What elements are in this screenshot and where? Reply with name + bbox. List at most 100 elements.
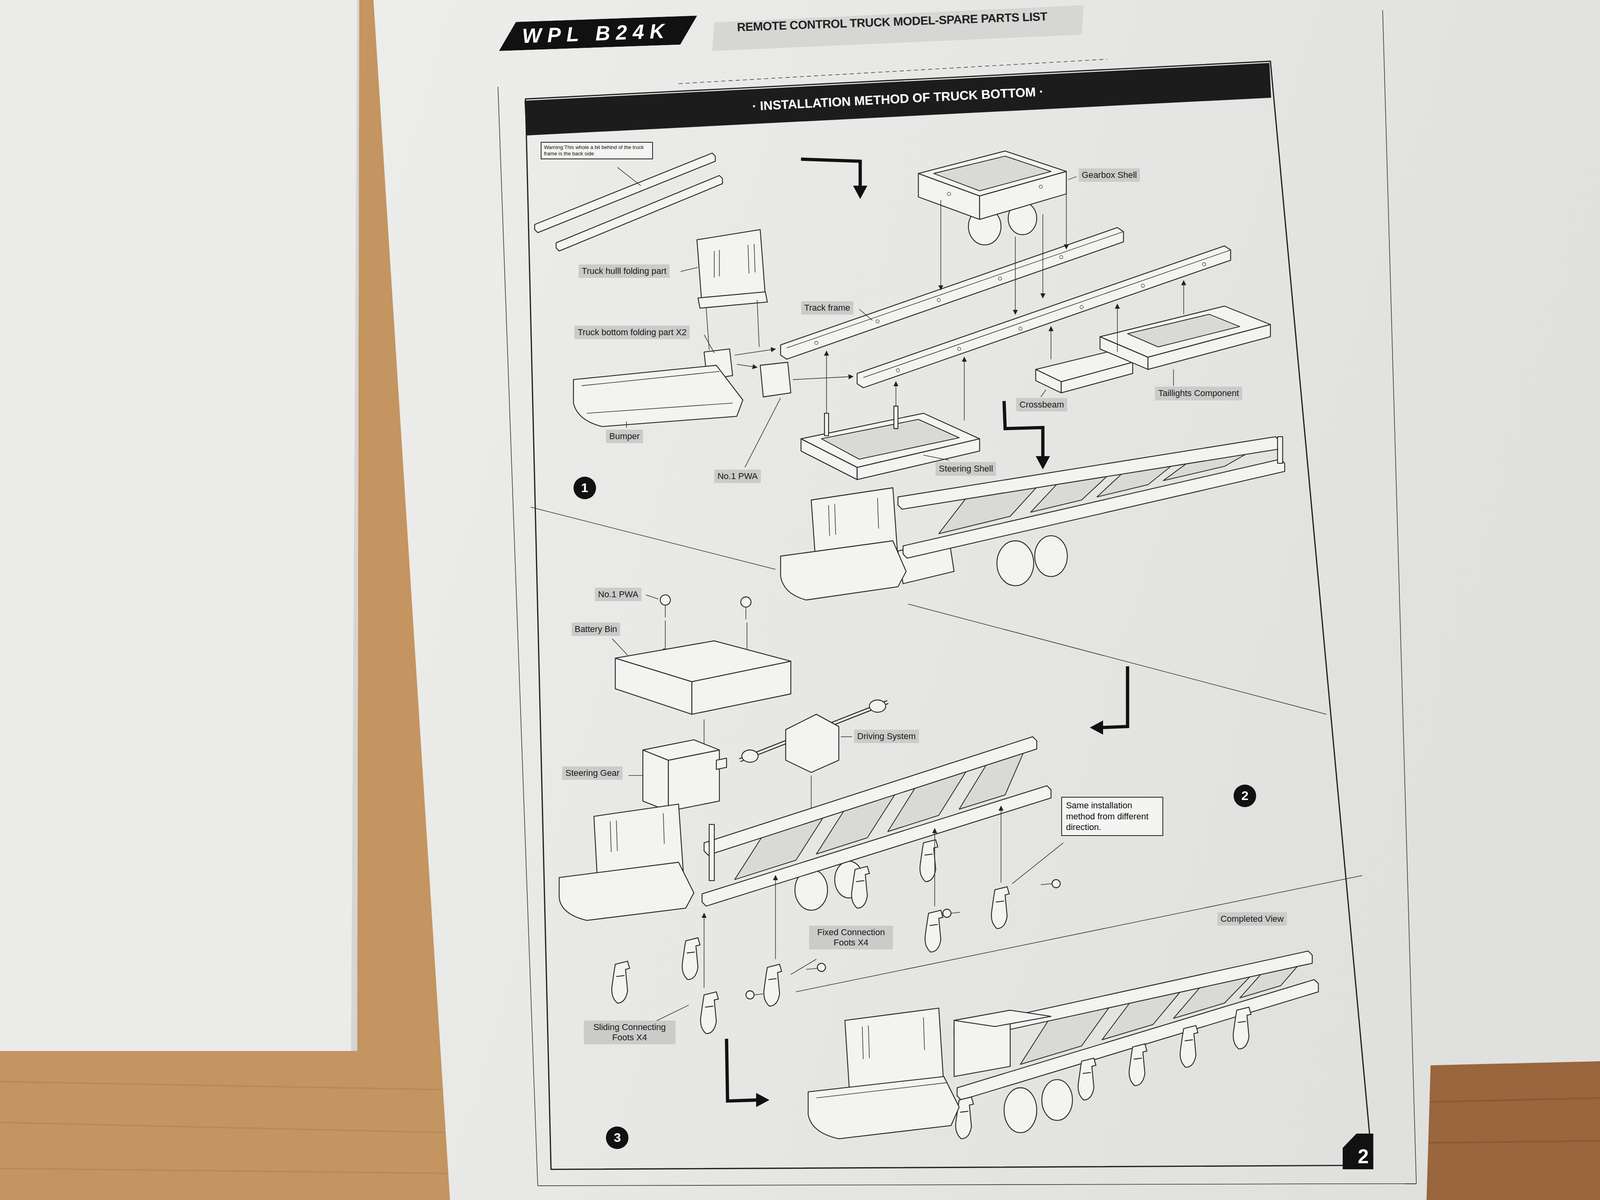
completed-chassis xyxy=(1078,1058,1097,1100)
screw xyxy=(664,605,666,618)
label-text: 2 xyxy=(1241,788,1249,804)
track-frame-rail xyxy=(1059,255,1063,259)
connection-foot xyxy=(611,961,630,1004)
model-banner: WPL B24K xyxy=(498,15,699,51)
steering-gear xyxy=(628,739,727,812)
step-number: 2 xyxy=(1233,784,1257,808)
gearbox-shell xyxy=(947,192,951,196)
sheet-frame xyxy=(908,603,1327,715)
connection-foot xyxy=(942,909,951,918)
leader-line xyxy=(1040,389,1046,397)
screw xyxy=(664,620,666,654)
part-label: Crossbeam xyxy=(1016,398,1067,412)
chassis-step-2 xyxy=(559,862,695,921)
leader-line xyxy=(703,334,715,353)
warning-note: Warning:This whole a bit behind of the t… xyxy=(540,141,653,160)
part-label: Truck bottom folding part X2 xyxy=(574,325,690,340)
taillights-component xyxy=(1127,314,1240,348)
assembly-arrow xyxy=(1015,236,1016,315)
connection-foot xyxy=(745,990,755,1000)
leader-line xyxy=(1068,176,1077,180)
step-arrow xyxy=(756,1092,770,1108)
track-frame-rail xyxy=(1141,284,1145,288)
leader-line xyxy=(680,267,699,272)
connection-foot xyxy=(652,1005,689,1023)
assembly-arrow xyxy=(895,381,897,407)
label-text: No.1 PWA xyxy=(717,471,758,482)
assembly-arrow xyxy=(1183,280,1185,315)
connection-foot xyxy=(790,959,817,975)
steering-gear xyxy=(668,750,720,812)
completed-chassis xyxy=(1003,1087,1037,1133)
screw xyxy=(660,594,671,606)
chassis-step-2 xyxy=(559,736,1051,921)
part-label: Sliding Connecting Foots X4 xyxy=(583,1020,676,1045)
connection-foot xyxy=(1040,883,1052,885)
connection-foot xyxy=(919,839,938,882)
part-label: Completed View xyxy=(1217,912,1287,926)
section-band: · INSTALLATION METHOD OF TRUCK BOTTOM · xyxy=(524,62,1272,136)
step-arrow xyxy=(801,159,861,187)
paper-sheet xyxy=(0,0,360,1051)
connection-foot xyxy=(682,937,700,980)
chassis-step-1 xyxy=(780,540,907,600)
connection-foot xyxy=(934,828,936,906)
step-number: 3 xyxy=(605,1126,629,1150)
leader-line xyxy=(745,398,781,468)
label-text: 2 xyxy=(1357,1145,1369,1168)
connection-foot xyxy=(950,912,961,914)
completed-chassis xyxy=(954,1010,1051,1027)
bumper xyxy=(573,365,744,427)
label-text: Fixed Connection Foots X4 xyxy=(812,927,890,949)
step-arrow xyxy=(726,1038,757,1101)
screw xyxy=(645,594,659,599)
gearbox-shell xyxy=(933,156,1051,191)
label-text: Steering Gear xyxy=(565,767,620,779)
steering-shell xyxy=(824,413,829,436)
assembly-arrow xyxy=(1050,326,1052,360)
connection-foot xyxy=(924,910,943,953)
taillights-component xyxy=(1100,305,1271,357)
driving-system xyxy=(741,750,759,763)
completed-chassis xyxy=(955,1096,974,1139)
assembly-arrow xyxy=(940,200,942,290)
shape-outline xyxy=(1342,1133,1374,1170)
steering-gear xyxy=(628,775,643,776)
part-label: Gearbox Shell xyxy=(1078,168,1140,182)
table-surface xyxy=(1426,1056,1600,1200)
part-label: Fixed Connection Foots X4 xyxy=(809,925,893,950)
connection-foot xyxy=(1012,842,1064,884)
driving-system xyxy=(785,714,839,773)
completed-chassis xyxy=(808,950,1319,1139)
sheet-title: REMOTE CONTROL TRUCK MODEL-SPARE PARTS L… xyxy=(736,9,1048,34)
part-label: No.1 PWA xyxy=(714,469,761,484)
connection-foot xyxy=(805,968,817,970)
completed-chassis xyxy=(816,1082,947,1099)
connection-foot xyxy=(991,886,1010,929)
paper-sheet xyxy=(373,0,1600,1200)
hull-folding-part xyxy=(714,243,755,278)
track-frame-rail xyxy=(998,277,1002,281)
chassis-step-1 xyxy=(780,436,1285,600)
chassis-step-1 xyxy=(996,540,1034,586)
label-text: Taillights Component xyxy=(1158,388,1239,399)
part-label: Track frame xyxy=(801,301,854,315)
part-label: Steering Shell xyxy=(935,462,997,476)
completed-chassis xyxy=(862,1017,925,1060)
connection-foot xyxy=(763,964,782,1007)
part-label: Bumper xyxy=(605,429,643,444)
track-frame-rail xyxy=(786,231,1124,348)
sheet-frame xyxy=(498,86,538,1186)
connection-foot xyxy=(851,866,870,909)
note-box: Same installation method from different … xyxy=(1061,796,1164,836)
label-text: 1 xyxy=(581,480,589,496)
leader-line xyxy=(859,309,873,321)
assembly-arrow xyxy=(734,349,776,355)
label-text: Bumper xyxy=(609,431,640,442)
assembly-arrow xyxy=(734,194,1184,421)
sheet-frame xyxy=(530,507,776,570)
taillights-component xyxy=(1100,305,1271,370)
